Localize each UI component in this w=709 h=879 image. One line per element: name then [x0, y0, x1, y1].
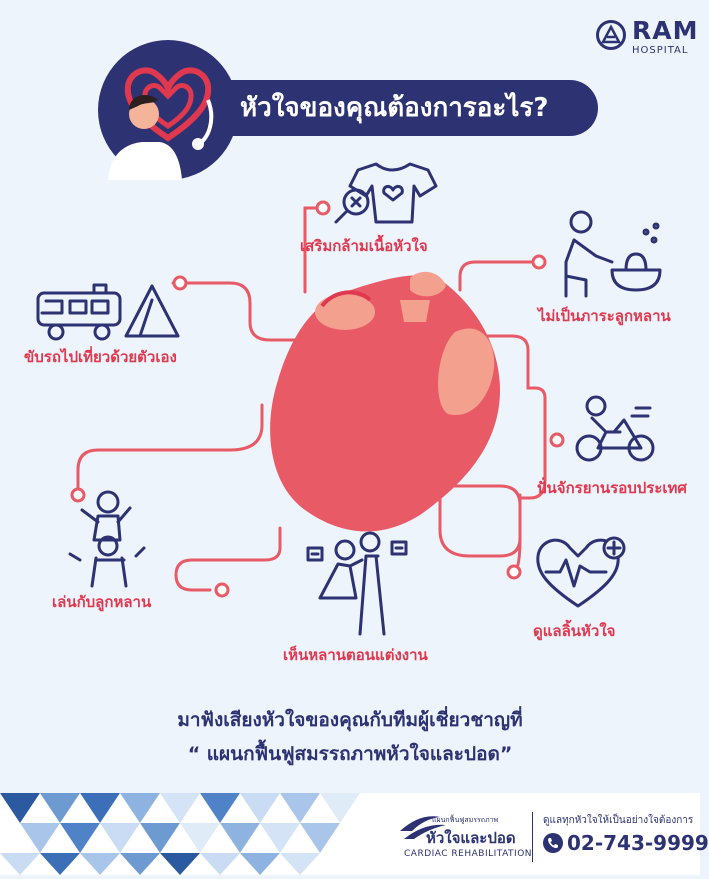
- ram-hospital-logo: RAM HOSPITAL: [596, 16, 699, 60]
- headline-line-1: มาฟังเสียงหัวใจของคุณกับทีมผู้เชี่ยวชาญท…: [177, 709, 523, 731]
- footer-tagline: ดูแลทุกหัวใจให้เป็นอย่างใจต้องการ: [543, 815, 694, 826]
- connector-node: [70, 487, 86, 503]
- label-not-burden: ไม่เป็นภาระลูกหลาน: [538, 307, 671, 325]
- wedding-dance-icon: [306, 531, 408, 636]
- label-muscle: เสริมกล้ามเนื้อหัวใจ: [300, 237, 428, 255]
- connector-lines: [36, 162, 662, 636]
- label-travel: ขับรถไปเที่ยวด้วยตัวเอง: [24, 348, 177, 366]
- phone-number[interactable]: 02-743-9999: [567, 831, 709, 855]
- phone-icon: [543, 833, 563, 853]
- dept-name-small: แผนกฟื้นฟูสมรรถภาพ: [432, 816, 499, 824]
- cooking-person-icon: [564, 210, 662, 298]
- label-wedding: เห็นหลานตอนแต่งงาน: [283, 646, 428, 664]
- dept-name-en: CARDIAC REHABILITATION: [404, 849, 533, 859]
- footer-pattern: [0, 793, 446, 875]
- label-care-heart: ดูแลลิ้นหัวใจ: [533, 622, 616, 640]
- headline-line-2: “ แผนกฟื้นฟูสมรรถภาพหัวใจและปอด”: [187, 743, 513, 765]
- label-cycling: ปั่นจักรยานรอบประเทศ: [537, 479, 687, 497]
- connector-node: [214, 582, 230, 598]
- family-play-icon: [68, 490, 146, 588]
- connector-node: [506, 564, 522, 580]
- dept-name: หัวใจและปอด: [426, 829, 516, 847]
- connector-node: [172, 275, 188, 291]
- headline: มาฟังเสียงหัวใจของคุณกับทีมผู้เชี่ยวชาญท…: [0, 703, 700, 771]
- heart-illustration: [270, 271, 500, 532]
- connector-node: [315, 200, 331, 216]
- connector-node: [531, 254, 547, 270]
- connector-node: [549, 432, 565, 448]
- tent-icon: [124, 284, 180, 338]
- page-title: หัวใจของคุณต้องการอะไร?: [240, 93, 549, 123]
- brand-name: RAM: [632, 16, 699, 45]
- label-play: เล่นกับลูกหลาน: [52, 593, 152, 611]
- ram-logo-icon: [596, 20, 626, 50]
- doctor-stethoscope-illustration: [98, 40, 238, 180]
- muscle-magnifier-icon: [334, 162, 438, 224]
- van-icon: [36, 283, 122, 341]
- footer-divider: [532, 812, 533, 862]
- brand-sub: HOSPITAL: [632, 45, 689, 56]
- heart-monitor-icon: [536, 536, 626, 608]
- footer: [0, 793, 700, 875]
- cyclist-icon: [575, 395, 655, 462]
